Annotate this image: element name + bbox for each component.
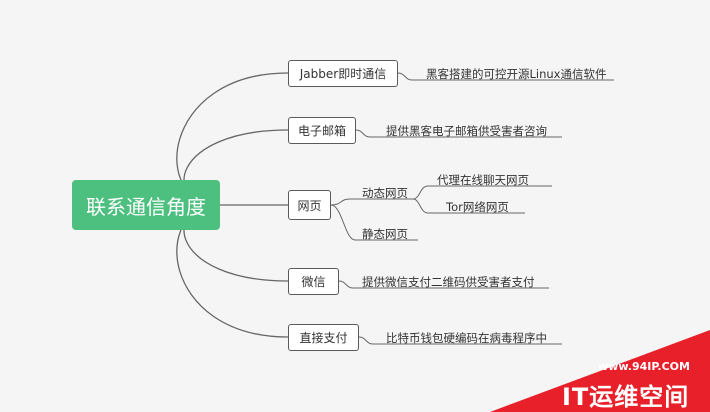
detail-email: 提供黑客电子邮箱供受害者咨询 bbox=[386, 124, 547, 138]
watermark-text: IT运维空间 bbox=[562, 383, 690, 411]
detail-wechat: 提供微信支付二维码供受害者支付 bbox=[362, 275, 535, 289]
branch-node-wechat[interactable]: 微信 bbox=[288, 268, 339, 295]
subnode-proxy-chat: 代理在线聊天网页 bbox=[437, 173, 529, 187]
subnode-dynamic-webpage: 动态网页 bbox=[362, 186, 408, 200]
branch-node-webpage[interactable]: 网页 bbox=[288, 190, 331, 220]
subnode-tor: Tor网络网页 bbox=[446, 200, 509, 214]
detail-direct-pay: 比特币钱包硬编码在病毒程序中 bbox=[386, 331, 547, 345]
detail-jabber: 黑客搭建的可控开源Linux通信软件 bbox=[426, 67, 607, 81]
branch-node-direct-pay[interactable]: 直接支付 bbox=[288, 324, 359, 351]
branch-node-email[interactable]: 电子邮箱 bbox=[288, 117, 356, 144]
subnode-static-webpage: 静态网页 bbox=[362, 227, 408, 241]
watermark-url: www.94IP.COM bbox=[598, 360, 690, 373]
branch-node-jabber[interactable]: Jabber即时通信 bbox=[288, 60, 398, 87]
watermark-triangle bbox=[490, 330, 710, 412]
root-node[interactable]: 联系通信角度 bbox=[72, 180, 220, 230]
